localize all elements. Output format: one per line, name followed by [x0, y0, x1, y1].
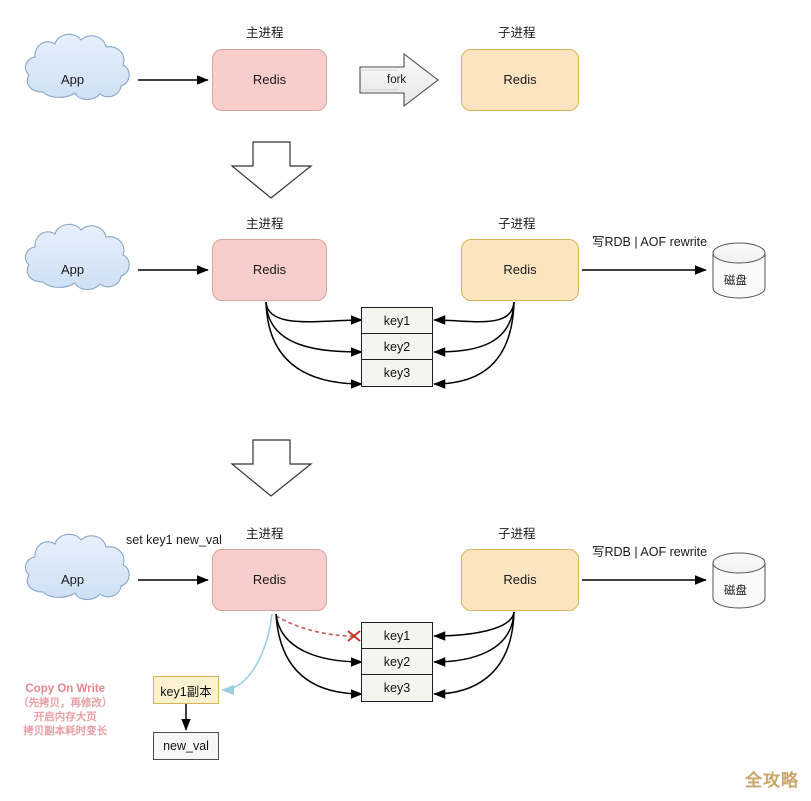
label-persist-3: 写RDB | AOF rewrite — [592, 545, 708, 559]
node-redis-child-3-text: Redis — [503, 571, 537, 587]
watermark: 全攻略 — [745, 771, 799, 790]
node-redis-main-3-text: Redis — [252, 571, 287, 587]
label-main-process-2: 主进程 — [246, 217, 284, 231]
node-redis-main-1-text: Redis — [252, 71, 287, 87]
node-redis-main-1[interactable]: Redis — [212, 49, 327, 111]
cow-note-line4: 拷贝副本耗时变长 — [23, 724, 108, 737]
cow-note-line3: 开启内存大页 — [33, 711, 97, 724]
node-key1-copy-text: key1副本 — [160, 684, 212, 699]
node-redis-main-2-text: Redis — [252, 261, 287, 277]
cloud-app-1 — [24, 33, 130, 101]
node-redis-child-1-text: Redis — [503, 71, 537, 87]
label-disk-2: 磁盘 — [724, 275, 747, 287]
label-main-process-3: 主进程 — [246, 527, 284, 541]
cow-note-title: Copy On Write — [25, 683, 106, 695]
cloud-app-3 — [24, 533, 130, 601]
section-transition-arrow-2 — [230, 439, 313, 497]
node-redis-child-3[interactable]: Redis — [461, 549, 579, 611]
copy-on-write-note: Copy On Write （先拷贝，再修改） 开启内存大页 拷贝副本耗时变长 — [18, 682, 113, 739]
key-cell: key3 — [362, 675, 432, 701]
node-redis-child-1[interactable]: Redis — [461, 49, 579, 111]
key-stack-2: key1 key2 key3 — [361, 307, 433, 387]
blocked-write-arrow — [275, 615, 361, 642]
cloud-label-app-2: App — [61, 262, 85, 277]
key-stack-3: key1 key2 key3 — [361, 622, 433, 702]
key-cell: key2 — [362, 649, 432, 675]
cloud-label-app-3: App — [61, 572, 85, 587]
label-fork: fork — [387, 74, 407, 86]
label-disk-3: 磁盘 — [724, 585, 747, 597]
label-set-command: set key1 new_val — [126, 533, 222, 547]
cloud-label-app-1: App — [61, 72, 85, 87]
node-redis-child-2-text: Redis — [503, 261, 537, 277]
label-child-process-1: 子进程 — [498, 26, 536, 40]
key-cell: key1 — [362, 623, 432, 649]
node-redis-main-3[interactable]: Redis — [212, 549, 327, 611]
node-key1-copy: key1副本 — [153, 676, 219, 704]
node-new-val: new_val — [153, 732, 219, 760]
label-main-process-1: 主进程 — [246, 26, 284, 40]
key-cell: key1 — [362, 308, 432, 334]
key-cell: key2 — [362, 334, 432, 360]
section-transition-arrow-1 — [230, 141, 313, 199]
key-cell: key3 — [362, 360, 432, 386]
disk-cylinder-2 — [712, 242, 766, 299]
label-persist-2: 写RDB | AOF rewrite — [592, 235, 708, 249]
cloud-app-2 — [24, 223, 130, 291]
cow-note-line2: （先拷贝，再修改） — [18, 697, 113, 710]
node-redis-child-2[interactable]: Redis — [461, 239, 579, 301]
label-child-process-2: 子进程 — [498, 217, 536, 231]
disk-cylinder-3 — [712, 552, 766, 609]
label-child-process-3: 子进程 — [498, 527, 536, 541]
node-redis-main-2[interactable]: Redis — [212, 239, 327, 301]
node-new-val-text: new_val — [163, 739, 209, 753]
